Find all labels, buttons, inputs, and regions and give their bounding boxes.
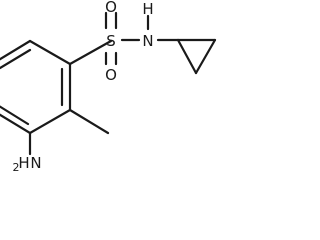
oxygen-bottom-atom-label: O <box>105 66 117 84</box>
sulfur-atom-label: S <box>106 32 116 50</box>
cyclopropane-bond <box>176 38 198 75</box>
cyclopropane-bond <box>194 38 217 75</box>
hydrogen-amide-label: H <box>142 0 153 18</box>
amino-h-label: H <box>18 154 29 172</box>
cyclopropane-ring <box>176 38 217 75</box>
ring-bond <box>0 39 32 61</box>
ring-bond <box>0 113 32 135</box>
ring-bond <box>28 39 72 66</box>
ring-s-bond <box>68 39 113 66</box>
benzene-ring <box>0 39 72 135</box>
oxygen-top-atom-label: O <box>105 0 117 16</box>
nitrogen-amide-label: N <box>142 32 153 50</box>
amino-subscript: 2 <box>13 161 20 174</box>
ring-double-bond <box>0 48 32 70</box>
ring-double-bond <box>0 105 30 126</box>
amino-n-label: N <box>30 154 41 172</box>
molecule-structure: S O O N H H N 2 <box>0 0 217 174</box>
methyl-bond <box>68 108 110 135</box>
ring-bond <box>28 108 72 135</box>
